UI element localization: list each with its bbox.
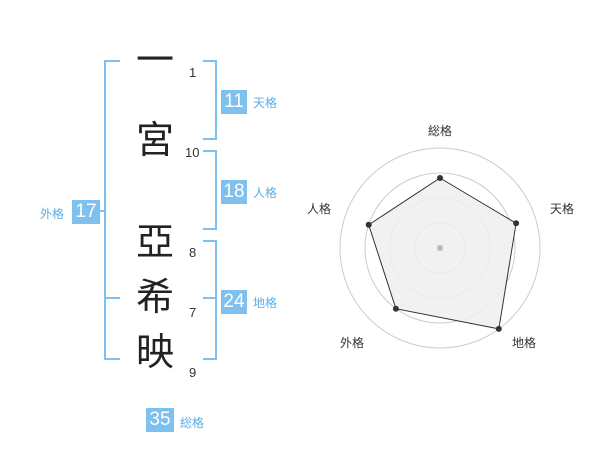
radar-label-jinkaku: 人格 [307, 201, 331, 216]
radar-point-1 [437, 175, 443, 181]
tenkaku-label: 天格 [253, 96, 278, 110]
radar-value-polygon [368, 177, 517, 330]
radar-label-soukaku: 総格 [428, 123, 452, 138]
jinkaku-bracket [203, 150, 217, 230]
radar-axis-labels: 総格 天格 地格 外格 人格 [307, 123, 574, 350]
stroke-count-5: 9 [189, 365, 197, 380]
name-char-1: 一 [135, 38, 174, 82]
stroke-count-3: 8 [189, 245, 197, 260]
chikaku-badge: 24 [221, 290, 247, 314]
tenkaku-badge: 11 [221, 90, 247, 114]
stroke-count-2: 10 [185, 145, 200, 160]
chikaku-bracket-tick [203, 297, 217, 299]
soukaku-badge: 35 [146, 408, 174, 432]
gaikaku-badge: 17 [72, 200, 100, 224]
chikaku-bracket [203, 240, 217, 360]
name-char-2: 宮 [135, 118, 174, 162]
radar-label-gaikaku: 外格 [340, 335, 364, 350]
radar-points [365, 175, 520, 332]
stroke-count-1: 1 [189, 65, 197, 80]
soukaku-label: 総格 [180, 416, 205, 430]
radar-point-3 [495, 325, 502, 332]
radar-point-5 [365, 221, 372, 228]
stroke-count-4: 7 [189, 305, 197, 320]
radar-center-dot [437, 245, 443, 251]
name-char-3: 亞 [135, 220, 174, 264]
radar-ring [364, 172, 516, 324]
surname-given-divider [104, 297, 120, 299]
gaikaku-label: 外格 [40, 207, 65, 221]
jinkaku-label: 人格 [253, 186, 278, 200]
radar-point-4 [392, 305, 399, 312]
name-char-5: 映 [135, 330, 174, 374]
jinkaku-badge: 18 [221, 180, 247, 204]
chikaku-label: 地格 [253, 296, 278, 310]
gaikaku-bracket [104, 60, 120, 360]
radar-point-2 [513, 220, 520, 227]
radar-label-chikaku: 地格 [512, 335, 536, 350]
radar-ring [339, 147, 541, 349]
name-char-4: 希 [135, 275, 174, 319]
tenkaku-bracket [203, 60, 217, 140]
radar-label-tenkaku: 天格 [550, 201, 574, 216]
